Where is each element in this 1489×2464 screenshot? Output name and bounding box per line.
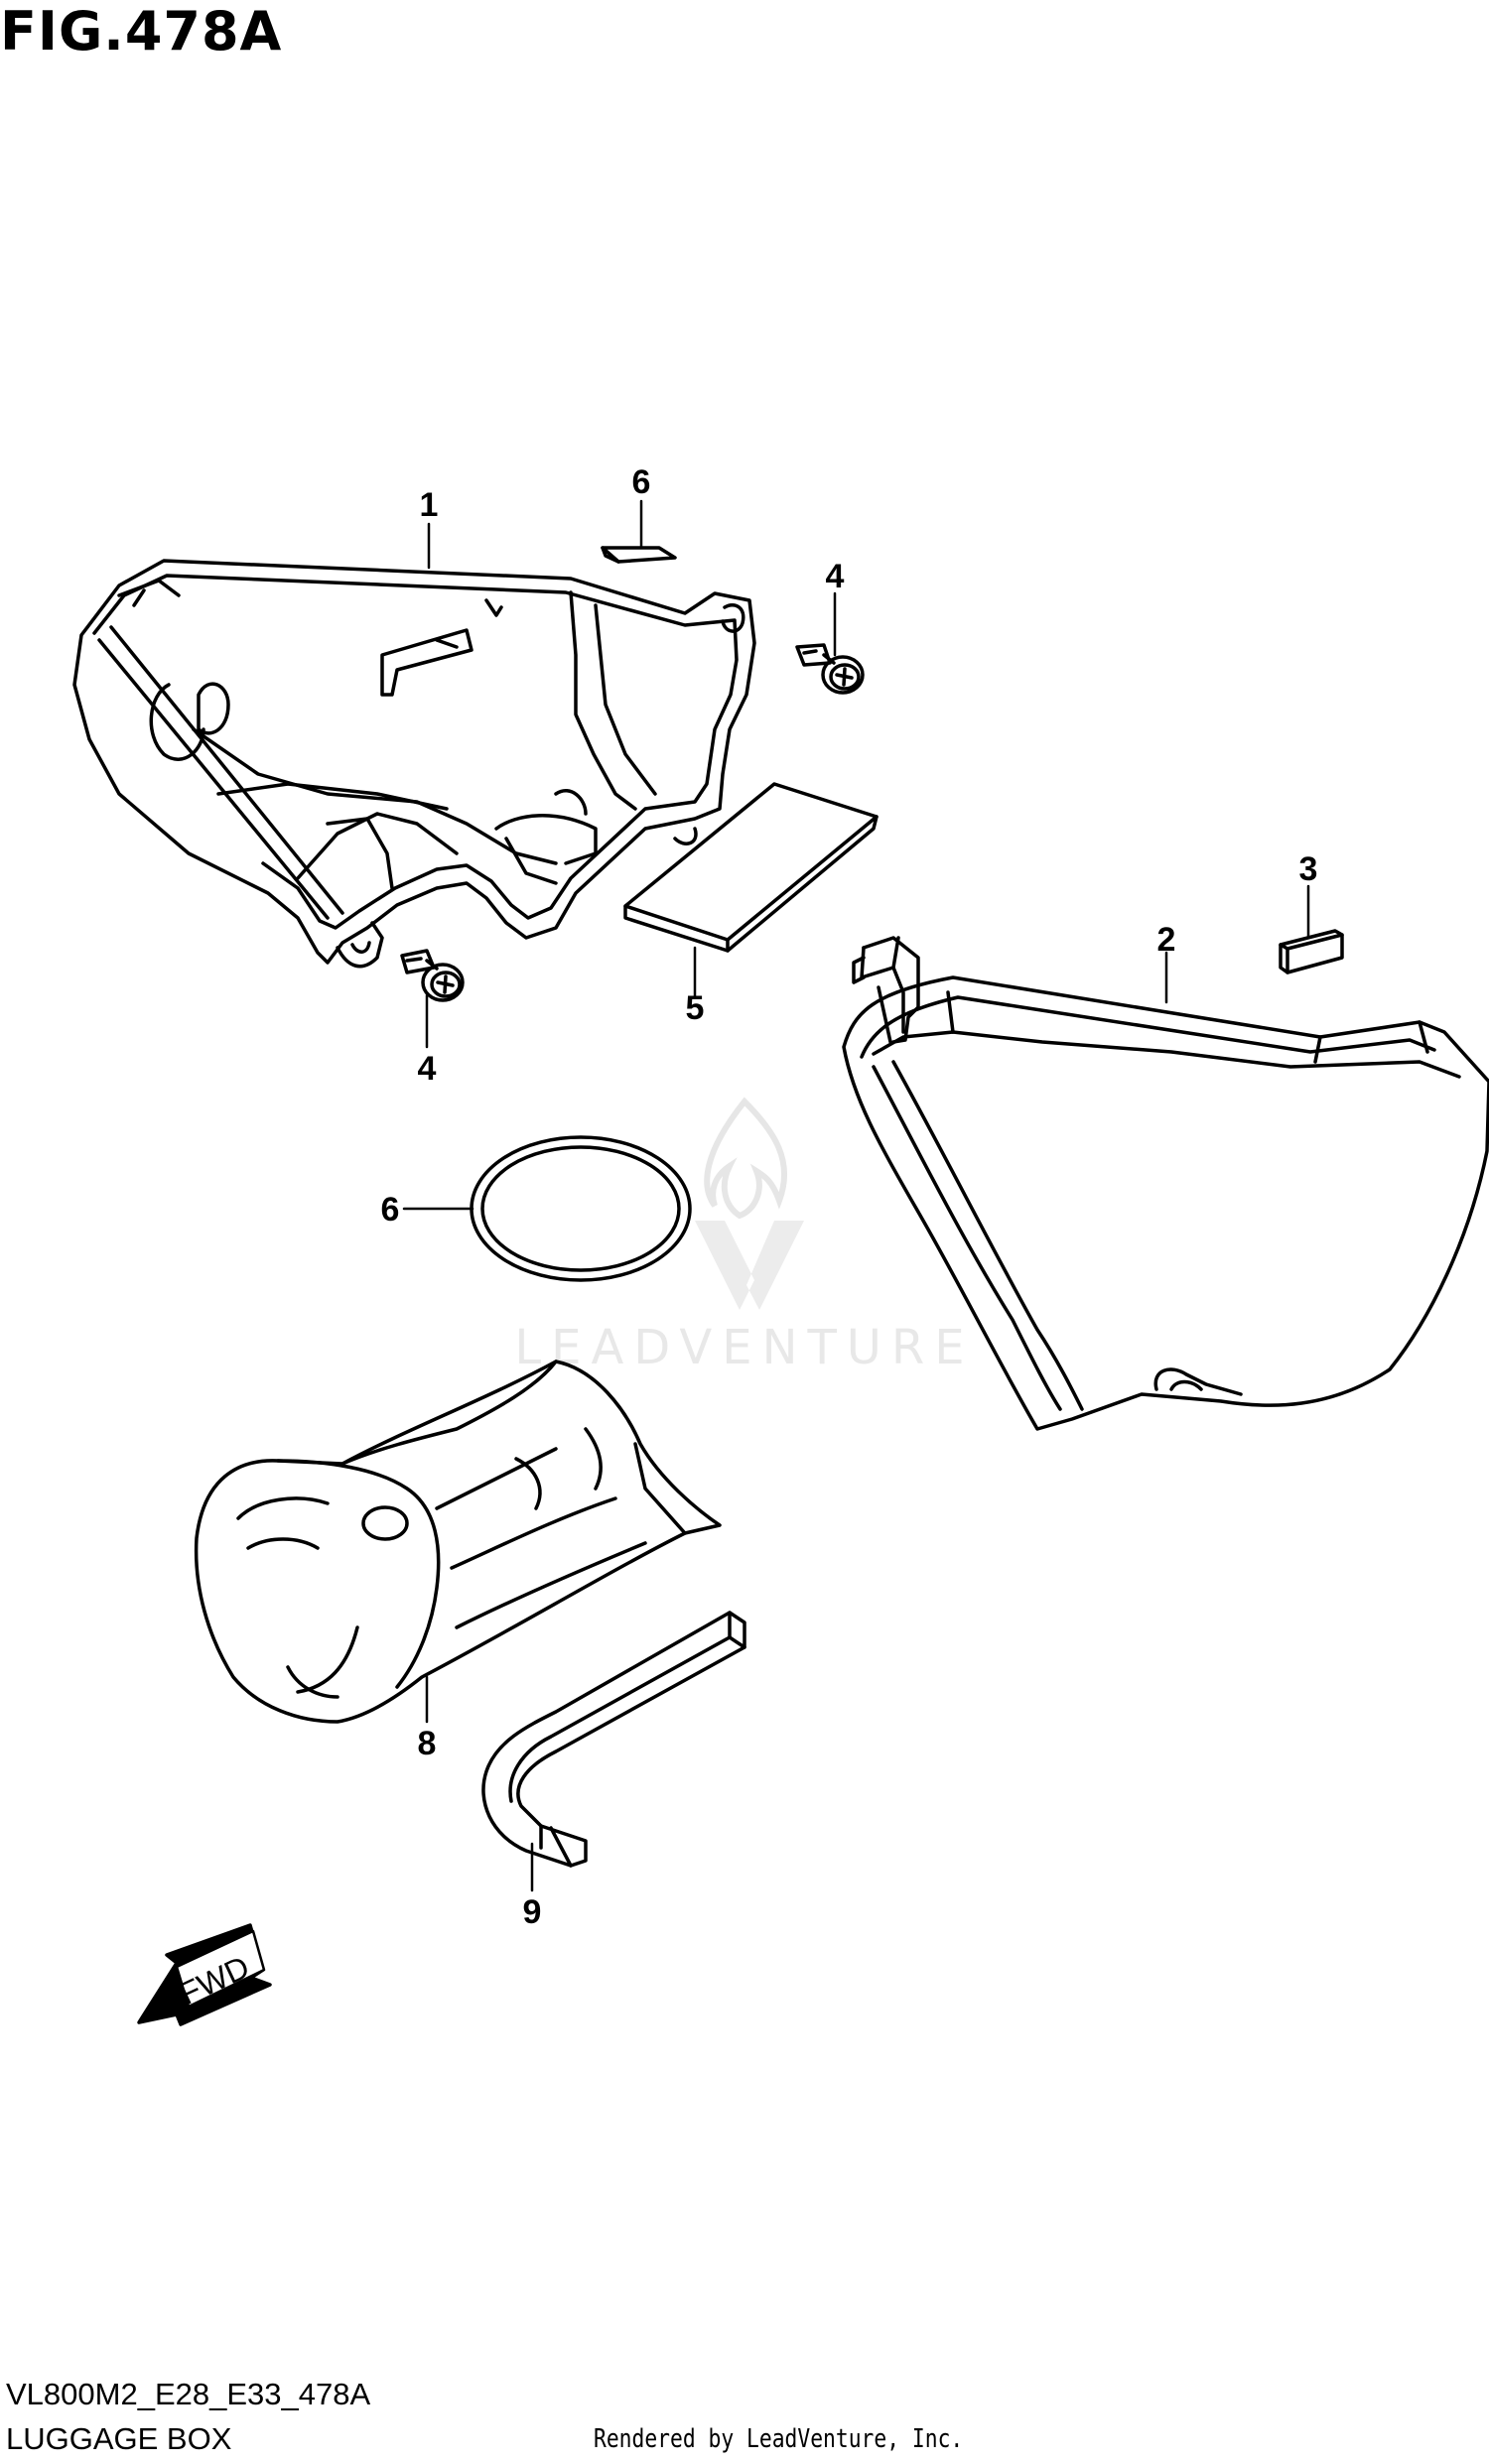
callout-7: 6 bbox=[381, 1191, 400, 1229]
callout-4-upper: 4 bbox=[826, 558, 845, 595]
callout-5: 5 bbox=[686, 989, 705, 1027]
watermark-text: LEADVENTURE bbox=[514, 1320, 975, 1375]
part-4-screw-lower[interactable] bbox=[400, 949, 465, 1002]
part-5-pad[interactable] bbox=[623, 782, 879, 953]
part-1-luggage-box[interactable] bbox=[72, 559, 756, 969]
part-4-screw-upper[interactable] bbox=[795, 643, 865, 695]
render-credit: Rendered by LeadVenture, Inc. bbox=[594, 2424, 964, 2454]
callout-1: 1 bbox=[420, 486, 439, 524]
callout-9: 9 bbox=[523, 1893, 542, 1931]
callout-3: 3 bbox=[1299, 850, 1318, 888]
callout-4-lower: 4 bbox=[418, 1050, 437, 1088]
callout-8: 8 bbox=[418, 1725, 437, 1762]
part-6-label[interactable] bbox=[601, 546, 677, 564]
part-3-block[interactable] bbox=[1279, 929, 1344, 974]
watermark-logo-icon bbox=[695, 1097, 804, 1310]
diagram-code: VL800M2_E28_E33_478A bbox=[6, 2377, 371, 2411]
figure-title: FIG.478A bbox=[0, 0, 283, 63]
part-9-hex-wrench[interactable] bbox=[481, 1611, 746, 1868]
part-2-side-cover[interactable] bbox=[842, 936, 1489, 1431]
section-name: LUGGAGE BOX bbox=[6, 2421, 232, 2456]
callout-2: 2 bbox=[1157, 921, 1176, 959]
part-8-tool-bag[interactable] bbox=[194, 1360, 722, 1724]
part-7-ring[interactable] bbox=[470, 1135, 692, 1282]
callout-6: 6 bbox=[632, 463, 651, 501]
fwd-direction-arrow: FWD bbox=[137, 1923, 272, 2026]
